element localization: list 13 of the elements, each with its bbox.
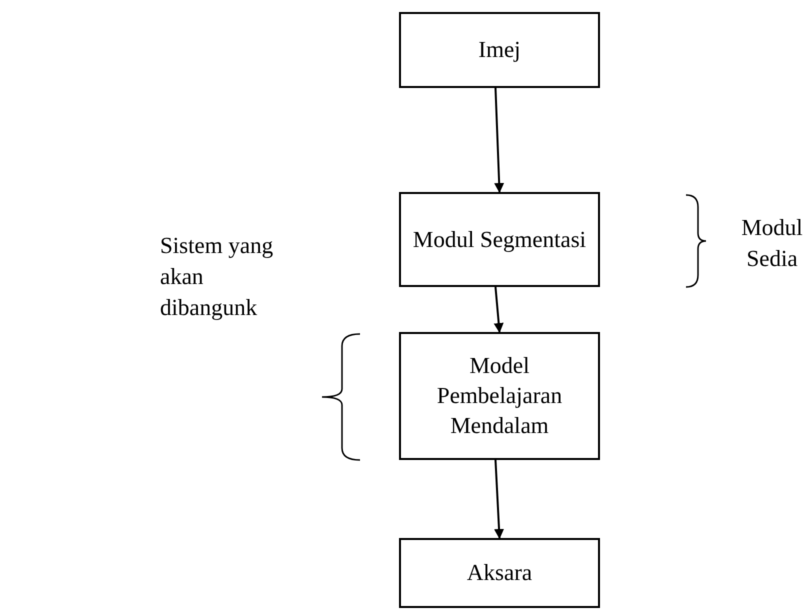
- annotation-text: Modul Sedia: [740, 214, 804, 274]
- process-box: [399, 538, 600, 608]
- box-label: Aksara: [466, 559, 532, 588]
- annotation-text: Sistem yang akan dibangunk: [160, 232, 274, 322]
- box-label: Modul Segmentasi: [412, 226, 586, 254]
- arrow: [494, 286, 504, 333]
- box-label: Imej: [478, 36, 521, 64]
- process-box: [399, 12, 600, 88]
- arrow: [494, 460, 504, 539]
- arrow: [494, 88, 504, 193]
- process-box: [399, 332, 600, 460]
- process-box: [399, 192, 600, 287]
- box-label: Model Pembelajaran Mendalam: [436, 352, 564, 440]
